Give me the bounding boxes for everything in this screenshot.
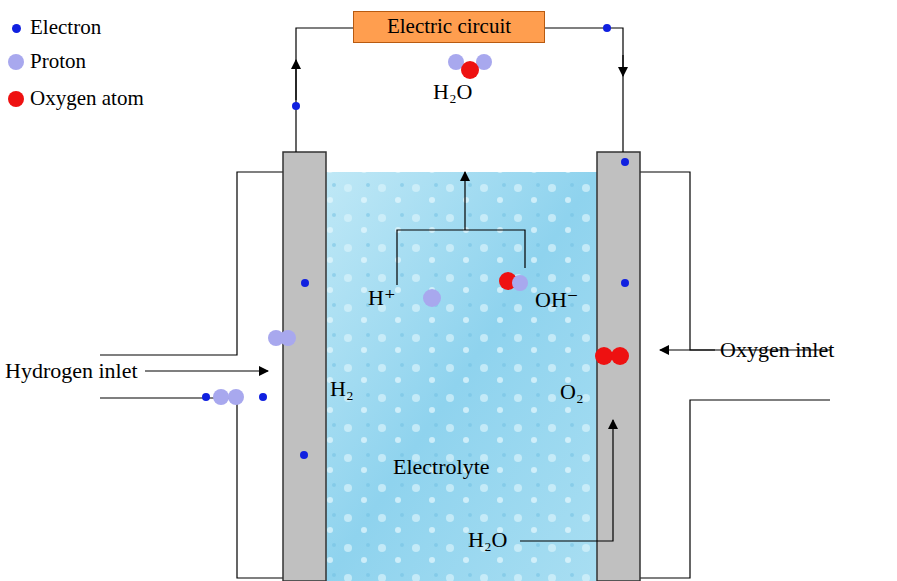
circuit-box: Electric circuit: [353, 11, 545, 43]
gas-label: O₂: [560, 380, 584, 404]
ion-label: H⁺: [368, 286, 396, 310]
anode: [283, 152, 326, 581]
node-text: Electric circuit: [387, 15, 511, 38]
legend-swatch: [8, 54, 24, 70]
legend-swatch: [8, 91, 24, 107]
inlet-label: Oxygen inlet: [720, 338, 834, 362]
inlet-label: Hydrogen inlet: [5, 359, 138, 383]
cathode: [597, 152, 640, 581]
gas-label: H₂: [330, 377, 354, 401]
product-formula: H₂O: [433, 80, 472, 104]
legend-swatch: [12, 24, 21, 33]
bubbles: [326, 172, 597, 581]
legend-text: Oxygen atom: [30, 87, 144, 110]
electrolyte-fill: [326, 172, 597, 581]
ion-label: OH⁻: [535, 288, 578, 312]
circuit-wire: [296, 28, 623, 152]
electrolyte-region: Electrolyte: [326, 172, 597, 581]
particles: [202, 24, 629, 459]
legend-text: Proton: [30, 50, 86, 73]
reaction-arrow: [145, 172, 715, 541]
legend-text: Electron: [30, 16, 101, 39]
water-formula: H₂O: [468, 528, 507, 552]
node-text: Electrolyte: [393, 455, 490, 479]
